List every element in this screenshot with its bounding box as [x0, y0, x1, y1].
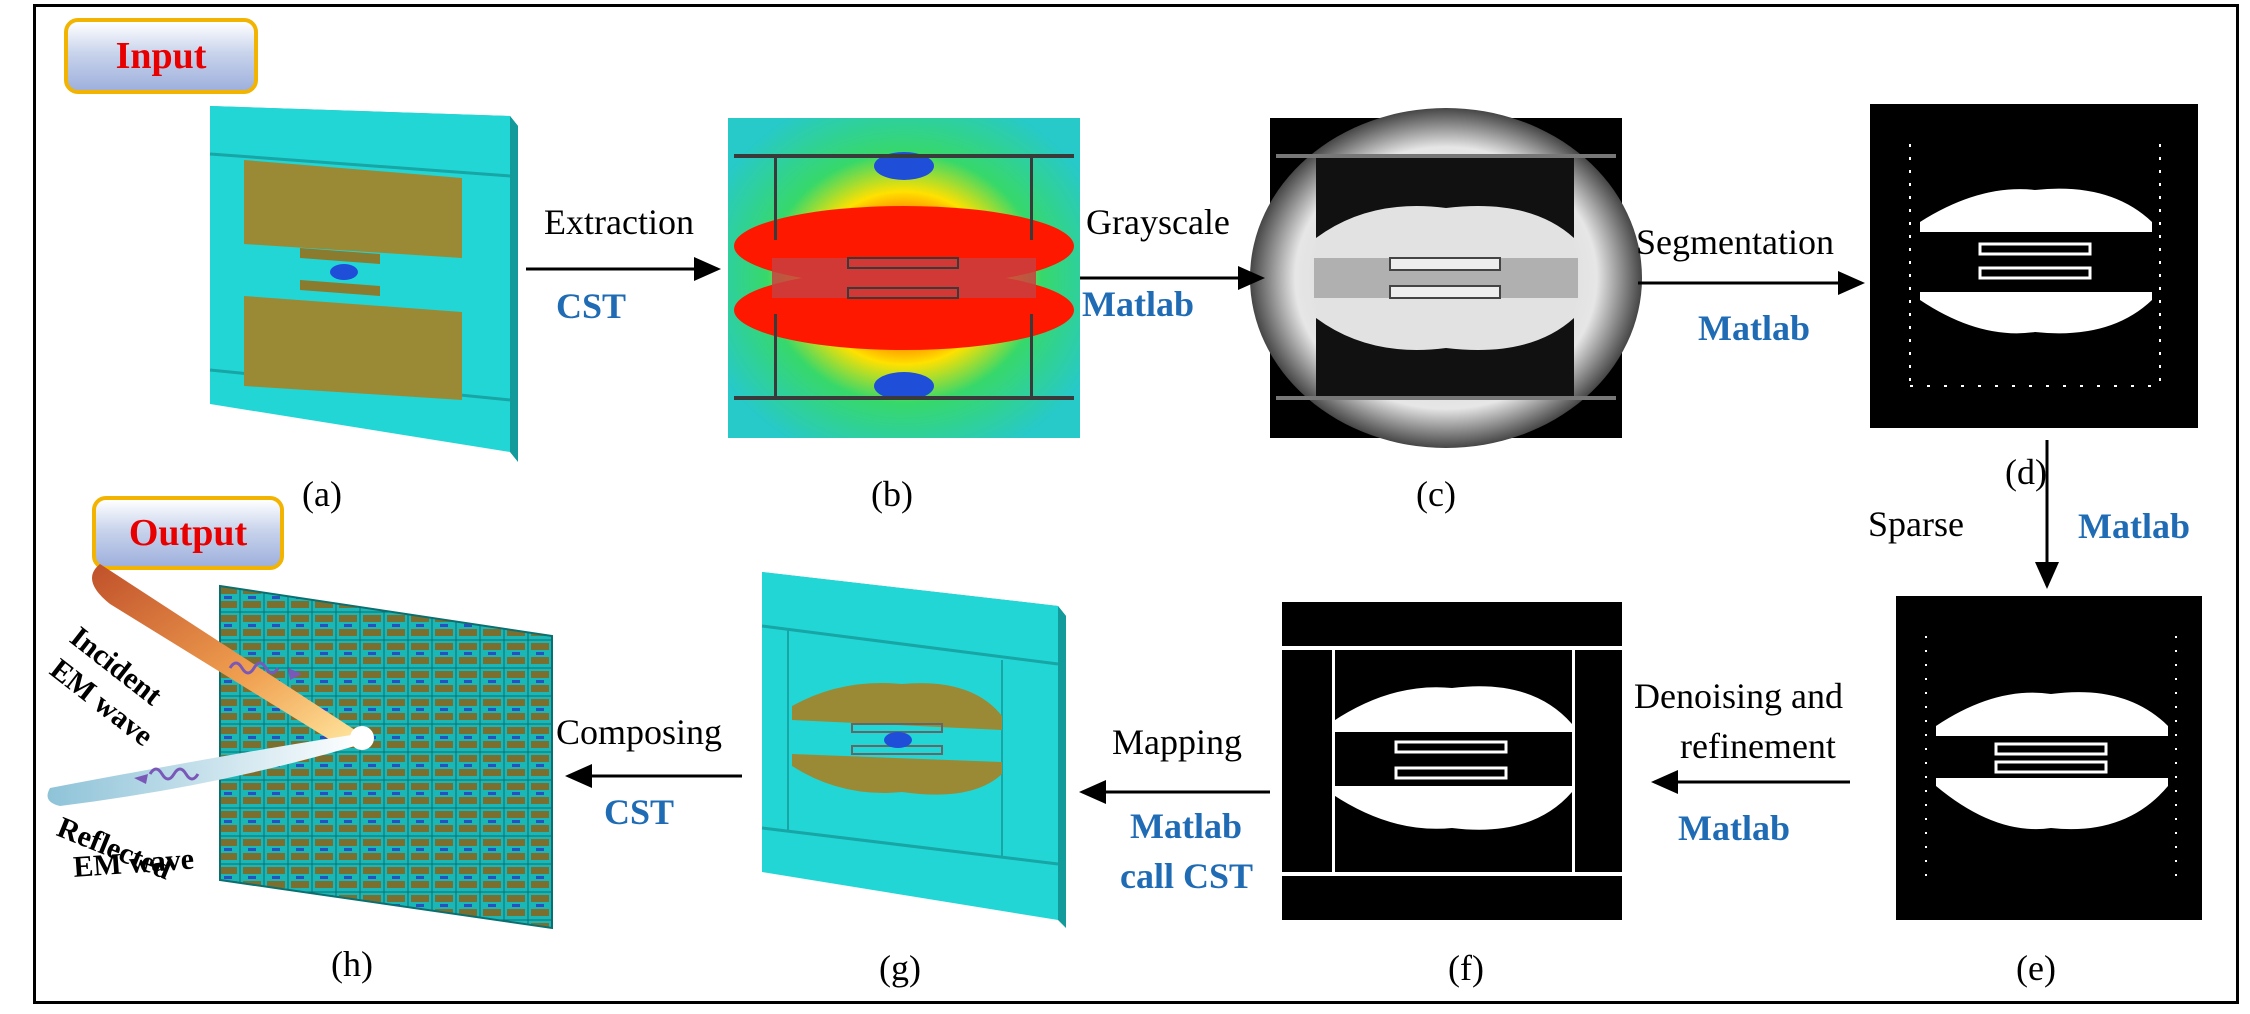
step-mapping-tool-line1: Matlab: [1130, 806, 1242, 846]
step-segmentation-label: Segmentation: [1636, 222, 1834, 262]
input-badge: Input: [64, 18, 258, 94]
caption-d: (d): [2005, 452, 2047, 492]
step-grayscale-tool: Matlab: [1082, 284, 1194, 324]
reflected-wave-squiggle: [148, 767, 200, 781]
step-denoising-label-line1: Denoising and: [1634, 676, 1843, 716]
caption-b: (b): [871, 474, 913, 514]
panel-f-refined: [1282, 602, 1622, 920]
output-badge: Output: [92, 496, 284, 570]
step-mapping-label: Mapping: [1112, 722, 1242, 762]
panel-e-sparse: [1896, 596, 2202, 920]
step-composing-label: Composing: [556, 712, 723, 752]
step-segmentation-tool: Matlab: [1698, 308, 1810, 348]
caption-h: (h): [331, 944, 373, 984]
caption-e: (e): [2016, 948, 2056, 988]
step-grayscale-label: Grayscale: [1086, 202, 1230, 242]
panel-g-optimized-cell: [761, 572, 1066, 928]
step-composing-tool: CST: [604, 792, 675, 832]
figure-frame: [33, 4, 2239, 1004]
em-wave-beams: [47, 564, 374, 806]
panel-b-field-map: [728, 118, 1080, 438]
step-denoising-tool: Matlab: [1678, 808, 1790, 848]
step-sparse-tool: Matlab: [2078, 506, 2190, 546]
caption-c: (c): [1416, 474, 1456, 514]
caption-g: (g): [879, 948, 921, 988]
incident-wave-squiggle: [228, 661, 280, 675]
panel-c-grayscale: [1250, 108, 1642, 448]
step-extraction-tool: CST: [556, 286, 627, 326]
panel-a-unit-cell: [209, 106, 518, 462]
step-denoising-label-line2: refinement: [1680, 726, 1836, 766]
step-extraction-label: Extraction: [544, 202, 694, 242]
caption-a: (a): [302, 474, 342, 514]
step-mapping-tool-line2: call CST: [1120, 856, 1254, 896]
panel-h-metasurface-array: [219, 584, 553, 930]
caption-f: (f): [1448, 948, 1484, 988]
step-sparse-label: Sparse: [1868, 504, 1964, 544]
panel-d-segmentation: [1870, 104, 2198, 428]
